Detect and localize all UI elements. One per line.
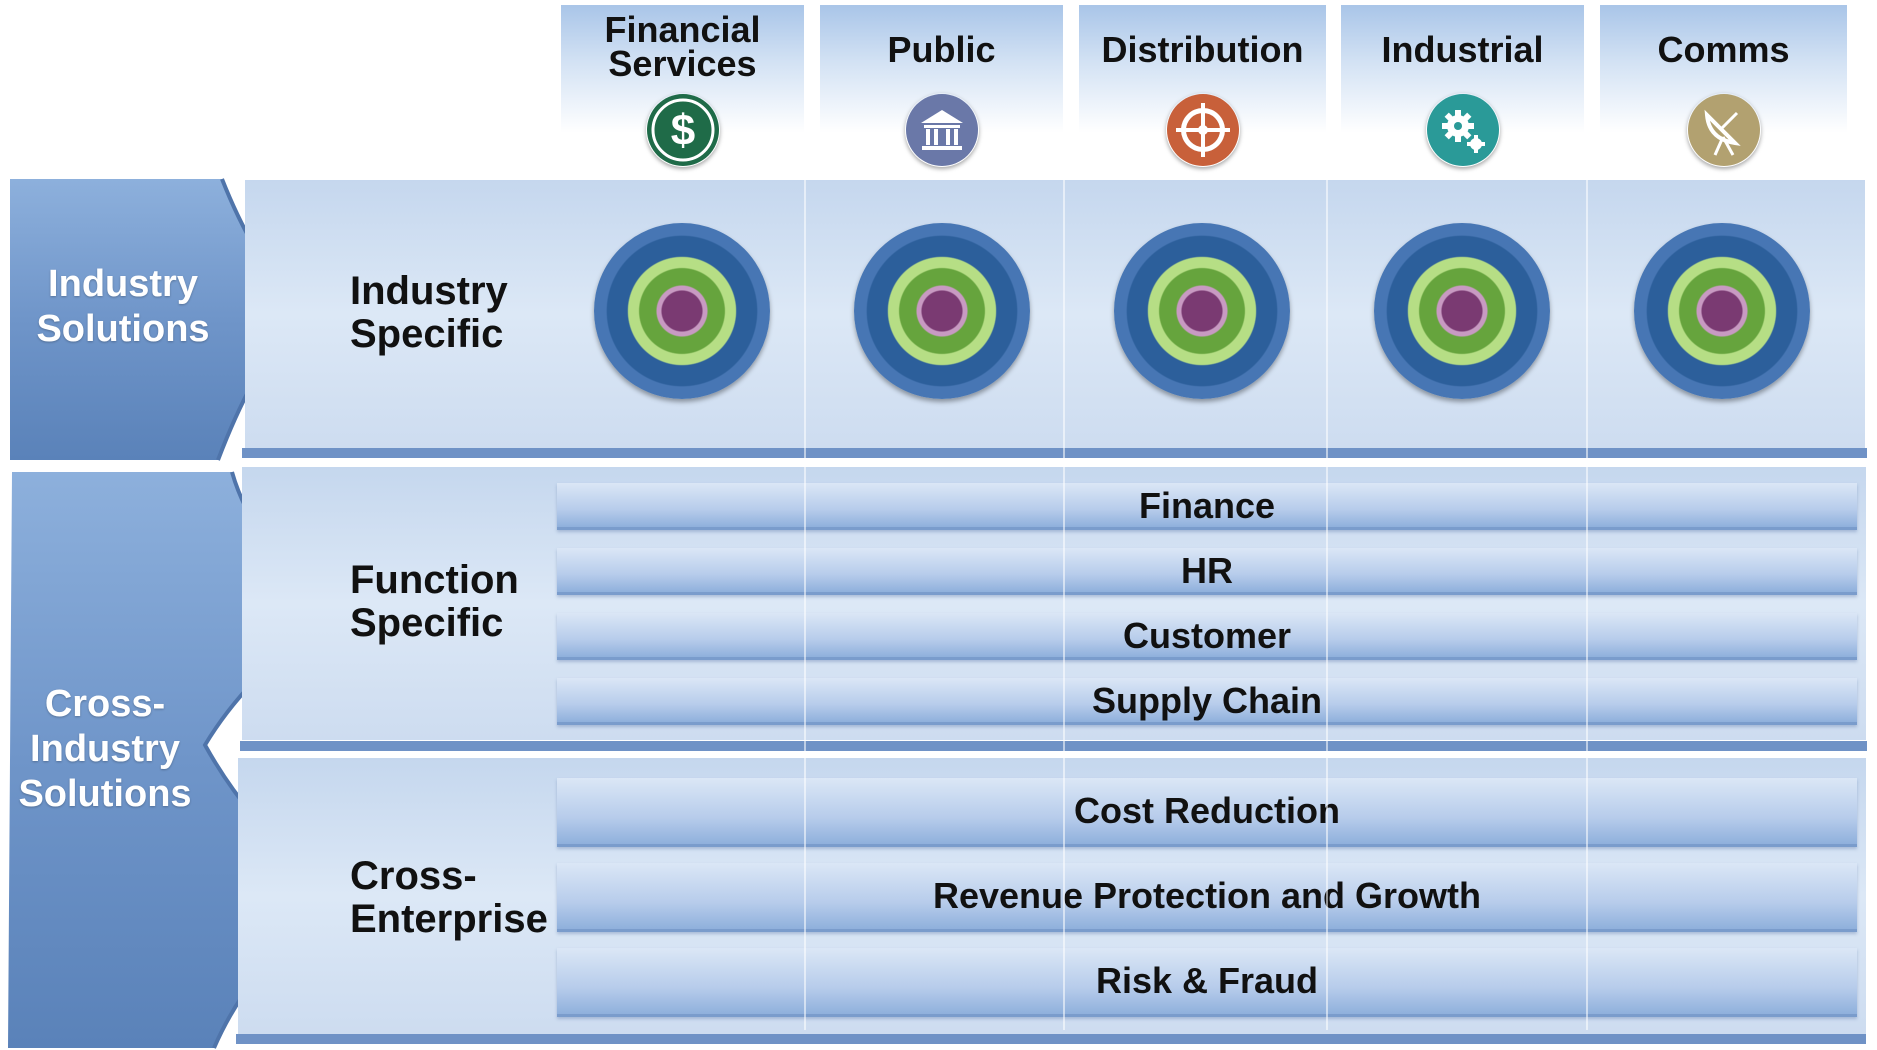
industry-solutions-label: Industry Solutions bbox=[36, 263, 210, 350]
column-label-line: Comms bbox=[1657, 29, 1790, 70]
function-bar-finance: Finance bbox=[557, 483, 1857, 530]
industry-wheel-financial-services bbox=[594, 223, 770, 399]
column-label-line: Public bbox=[887, 29, 996, 70]
column-header-industrial: Industrial bbox=[1341, 5, 1584, 166]
function-bar-supply-chain: Supply Chain bbox=[557, 678, 1857, 725]
industry-specific-band-underline bbox=[242, 448, 1867, 458]
industry-specific-label: Industry Specific bbox=[350, 269, 508, 356]
cross-enterprise-bar-revenue-protection: Revenue Protection and Growth bbox=[557, 863, 1857, 932]
industry-wheel-distribution bbox=[1114, 223, 1290, 399]
column-separator bbox=[1063, 180, 1065, 1030]
column-header-distribution: Distribution bbox=[1079, 5, 1326, 166]
cross-enterprise-label: Cross- Enterprise bbox=[350, 854, 548, 941]
column-header-financial-services: Financial Services $ bbox=[561, 5, 804, 166]
target-icon bbox=[1166, 94, 1239, 166]
column-header-public: Public bbox=[820, 5, 1063, 166]
industry-wheel-industrial bbox=[1374, 223, 1550, 399]
column-label-line: Distribution bbox=[1101, 29, 1304, 70]
cross-enterprise-bar-cost-reduction: Cost Reduction bbox=[557, 778, 1857, 847]
function-bar-hr: HR bbox=[557, 548, 1857, 595]
column-separator bbox=[804, 180, 806, 1030]
svg-text:$: $ bbox=[670, 106, 694, 155]
column-header-comms: Comms bbox=[1600, 5, 1847, 166]
satellite-dish-icon bbox=[1687, 94, 1760, 166]
column-label-line: Services bbox=[608, 43, 757, 84]
cross-enterprise-band-underline bbox=[236, 1034, 1866, 1044]
function-specific-band-underline bbox=[240, 741, 1867, 751]
column-label-line: Industrial bbox=[1381, 29, 1544, 70]
function-specific-label: Function Specific bbox=[350, 558, 519, 645]
industry-specific-band bbox=[245, 180, 1865, 448]
cross-industry-solutions-label: Cross- Industry Solutions bbox=[18, 683, 192, 815]
cross-enterprise-bar-risk-fraud: Risk & Fraud bbox=[557, 948, 1857, 1017]
gears-icon bbox=[1426, 94, 1499, 166]
column-label-line: Financial bbox=[604, 9, 761, 50]
column-separator bbox=[1326, 180, 1328, 1030]
dollar-icon: $ bbox=[646, 94, 719, 166]
function-bar-customer: Customer bbox=[557, 613, 1857, 660]
column-separator bbox=[1586, 180, 1588, 1030]
government-building-icon bbox=[905, 94, 978, 166]
industry-wheel-comms bbox=[1634, 223, 1810, 399]
industry-wheel-public bbox=[854, 223, 1030, 399]
